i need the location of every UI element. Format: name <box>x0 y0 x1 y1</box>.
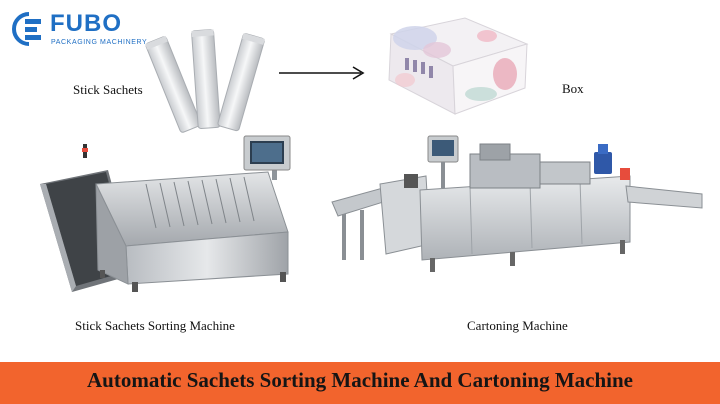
stick-sachets-label: Stick Sachets <box>73 82 143 97</box>
brand-name: FUBO <box>50 10 122 37</box>
sorting-machine-label: Stick Sachets Sorting Machine <box>75 318 235 333</box>
brand-tagline: PACKAGING MACHINERY <box>51 39 148 46</box>
box-image <box>388 17 529 115</box>
box-label: Box <box>562 81 584 96</box>
title-banner <box>0 362 720 404</box>
right-arrow-icon <box>279 66 365 80</box>
cartoning-machine-label: Cartoning Machine <box>467 318 568 333</box>
sorting-machine-image <box>40 135 291 292</box>
stick-sachets-image <box>145 29 265 133</box>
banner-title: Automatic Sachets Sorting Machine And Ca… <box>87 368 633 392</box>
fubo-logo-icon <box>12 12 41 46</box>
cartoning-machine-image <box>331 135 703 272</box>
